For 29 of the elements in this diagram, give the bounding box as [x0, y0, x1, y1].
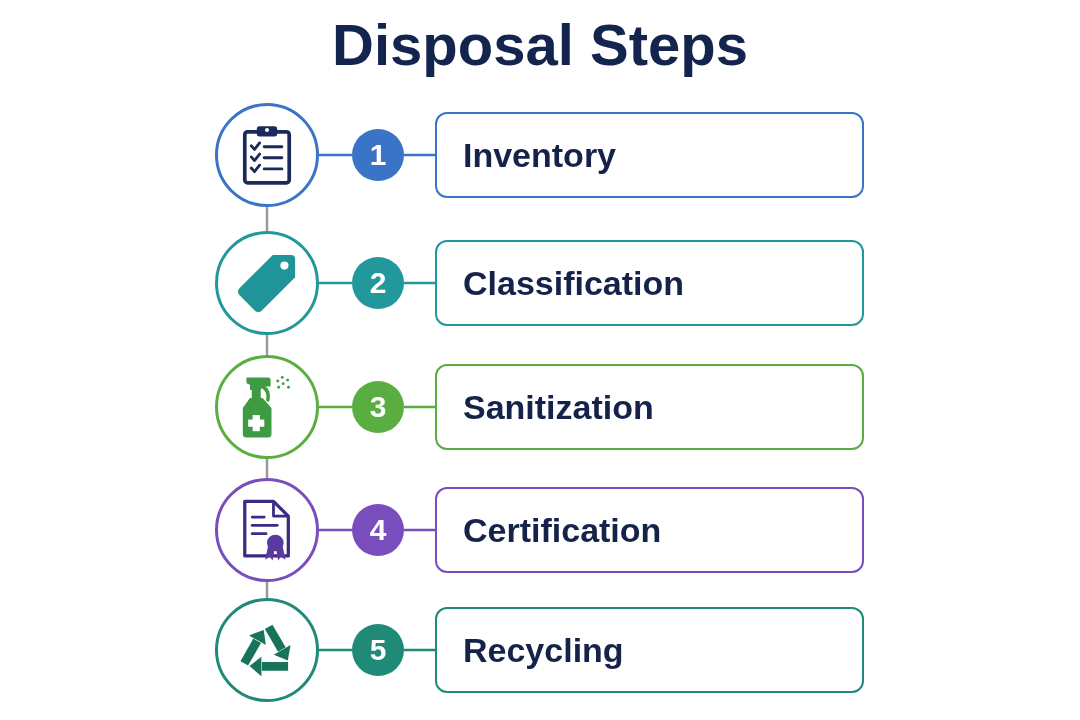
connector-line: [265, 335, 269, 355]
step-label: Sanitization: [463, 386, 654, 428]
step-label: Inventory: [463, 134, 617, 176]
connector-line: [404, 528, 435, 532]
step-number: 5: [352, 624, 404, 676]
connector-line: [319, 528, 352, 532]
connector-line: [319, 153, 352, 157]
step-label: Certification: [463, 509, 662, 551]
connector-line: [319, 648, 352, 652]
connector-line: [404, 405, 435, 409]
step-card: [435, 607, 864, 693]
step-card: [435, 240, 864, 326]
step-number: 4: [352, 504, 404, 556]
step-label: Recycling: [463, 629, 624, 671]
connector-line: [404, 648, 435, 652]
step-card: [435, 364, 864, 450]
connector-line: [404, 153, 435, 157]
connector-line: [265, 459, 269, 478]
step-number: 2: [352, 257, 404, 309]
diagram-title: Disposal Steps: [332, 12, 748, 79]
step-number: 3: [352, 381, 404, 433]
step-card: [435, 487, 864, 573]
connector-line: [319, 405, 352, 409]
step-card: [435, 112, 864, 198]
connector-line: [319, 281, 352, 285]
step-label: Classification: [463, 262, 685, 304]
step-number: 1: [352, 129, 404, 181]
connector-line: [265, 207, 269, 231]
connector-line: [404, 281, 435, 285]
